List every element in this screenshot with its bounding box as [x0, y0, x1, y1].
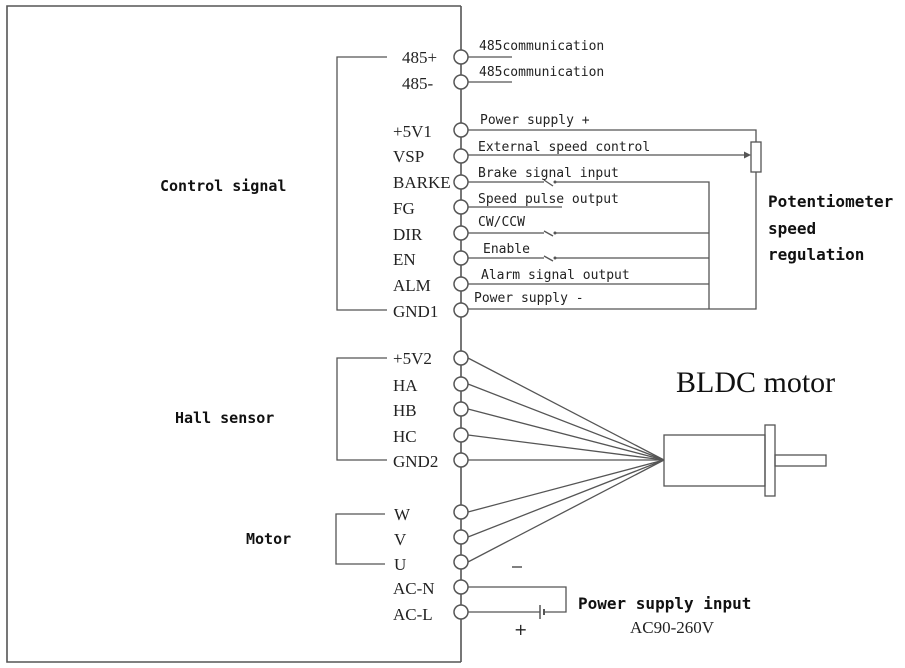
wire-w [467, 459, 665, 513]
group-label-hall-sensor: Hall sensor [175, 409, 274, 427]
pin-label-fg: FG [393, 199, 415, 218]
terminal-v [453, 529, 469, 545]
potentiometer-label-line1: Potentiometer [768, 192, 893, 211]
wire-5v2 [467, 357, 665, 461]
terminal-hc [453, 427, 469, 443]
pin-label-dir: DIR [393, 225, 423, 244]
brake-switch-icon [543, 179, 554, 187]
pin-label-ha: HA [393, 376, 418, 395]
pin-label-v: V [394, 530, 407, 549]
dir-switch-icon [543, 230, 554, 237]
battery-icon [539, 605, 545, 619]
wire-pot-ground [468, 172, 757, 310]
group-label-control-signal: Control signal [160, 177, 286, 195]
en-switch-icon [543, 255, 554, 262]
pin-label-vsp: VSP [393, 147, 424, 166]
bldc-motor-label: BLDC motor [676, 366, 835, 399]
potentiometer-label-line2: speed [768, 219, 816, 238]
motor-body [663, 434, 766, 487]
terminal-5v2 [453, 350, 469, 366]
signal-label-485-minus: 485communication [479, 65, 604, 80]
pin-label-ac-n: AC-N [393, 579, 435, 598]
terminal-w [453, 504, 469, 520]
terminal-5v1 [453, 122, 469, 138]
motor-shaft [774, 454, 827, 467]
power-supply-voltage-range: AC90-260V [630, 618, 715, 637]
wire-v [467, 459, 665, 538]
wire-ac-n [468, 586, 567, 613]
terminal-hb [453, 401, 469, 417]
signal-label-speed-pulse: Speed pulse output [478, 192, 619, 207]
terminal-gnd1 [453, 302, 469, 318]
wire-hc [467, 434, 665, 461]
signal-label-cw-ccw: CW/CCW [478, 215, 525, 230]
pin-label-5v1: +5V1 [393, 122, 432, 141]
signal-label-power-plus: Power supply + [480, 113, 590, 128]
control-signal-bracket [336, 56, 387, 311]
signal-label-brake: Brake signal input [478, 166, 619, 181]
terminal-fg [453, 199, 469, 215]
driver-box-outline [6, 5, 461, 663]
terminal-barke [453, 174, 469, 190]
bldc-motor-icon [663, 424, 827, 497]
pin-label-alm: ALM [393, 276, 431, 295]
terminal-block [453, 49, 469, 620]
pin-label-hb: HB [393, 401, 417, 420]
wire-u [467, 459, 665, 563]
pin-label-gnd1: GND1 [393, 302, 438, 321]
pin-label-barke: BARKE [393, 173, 451, 192]
terminal-gnd2 [453, 452, 469, 468]
pin-label-hc: HC [393, 427, 417, 446]
terminal-en [453, 250, 469, 266]
terminal-ac-n [453, 579, 469, 595]
pin-label-en: EN [393, 250, 416, 269]
terminal-u [453, 554, 469, 570]
signal-label-enable: Enable [483, 242, 530, 257]
group-label-motor: Motor [246, 530, 291, 548]
terminal-485-plus [453, 49, 469, 65]
terminal-ac-l [453, 604, 469, 620]
motor-cable-fan [467, 357, 665, 563]
potentiometer-icon [750, 141, 762, 173]
wire-5v1 [468, 129, 757, 142]
wire-ha [467, 383, 665, 461]
terminal-vsp [453, 148, 469, 164]
pot-wiper-arrow [744, 151, 751, 159]
signal-label-alarm: Alarm signal output [481, 268, 630, 283]
pin-label-485-minus: 485- [402, 74, 434, 93]
terminal-alm [453, 276, 469, 292]
motor-flange [764, 424, 776, 497]
signal-label-485-plus: 485communication [479, 39, 604, 54]
motor-bracket [335, 513, 385, 565]
pin-label-u: U [394, 555, 406, 574]
power-supply-input-label: Power supply input [578, 594, 751, 613]
pin-label-w: W [394, 505, 411, 524]
pin-label-485-plus: 485+ [402, 48, 437, 67]
pin-label-ac-l: AC-L [393, 605, 433, 624]
pin-label-5v2: +5V2 [393, 349, 432, 368]
wire-hb [467, 408, 665, 461]
wire-barke-to-bus [555, 181, 710, 309]
terminal-ha [453, 376, 469, 392]
plus-sign: + [514, 620, 527, 639]
potentiometer-label-line3: regulation [768, 245, 864, 264]
pin-label-gnd2: GND2 [393, 452, 438, 471]
signal-label-power-minus: Power supply - [474, 291, 584, 306]
terminal-dir [453, 225, 469, 241]
signal-label-external-speed: External speed control [478, 140, 650, 155]
terminal-485-minus [453, 74, 469, 90]
hall-sensor-bracket [336, 357, 387, 461]
